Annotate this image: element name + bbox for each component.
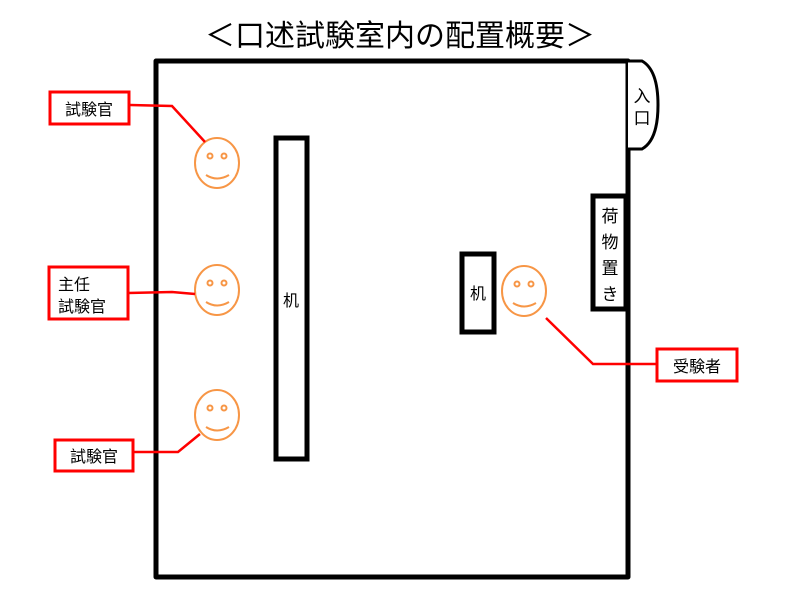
examiner-desk: [273, 135, 310, 462]
examiner-bottom-label-box: [53, 438, 135, 473]
entrance-label-1: 入: [634, 87, 651, 107]
baggage-label-2: 物: [602, 233, 619, 253]
examiner-top-leader-line: [129, 103, 206, 143]
examiner-desk-label: 机: [283, 291, 299, 310]
examinee-desk: [459, 251, 497, 335]
chief-examiner-label-line1: 主任: [58, 275, 90, 294]
examiner-bottom-face-icon: [194, 389, 240, 441]
examiner-top-label: 試験官: [65, 100, 113, 119]
diagram-title: ＜口述試験室内の配置概要＞: [205, 19, 595, 54]
entrance-label-2: 口: [634, 109, 651, 129]
examinee-face-icon: [501, 265, 547, 317]
chief-examiner-label-box: [47, 265, 130, 321]
examinee-desk-label: 机: [470, 284, 486, 303]
examiner-bottom-leader-line: [133, 433, 201, 454]
chief-examiner-label-line2: 試験官: [58, 297, 106, 316]
examinee-label-box: [655, 347, 739, 383]
room-outline: [153, 58, 631, 580]
chief-examiner-face-icon: [194, 264, 240, 316]
entrance-door: [628, 59, 660, 151]
baggage-label-4: き: [602, 285, 619, 305]
baggage-label-3: 置: [602, 259, 619, 279]
baggage-label-1: 荷: [602, 207, 619, 227]
baggage-area: [590, 193, 629, 312]
examinee-label: 受験者: [673, 357, 721, 376]
examinee-leader-line: [545, 317, 657, 366]
examiner-top-face-icon: [194, 137, 240, 189]
examiner-top-label-box: [48, 90, 131, 126]
examiner-bottom-label: 試験官: [70, 447, 118, 466]
chief-examiner-leader-line: [127, 290, 196, 296]
